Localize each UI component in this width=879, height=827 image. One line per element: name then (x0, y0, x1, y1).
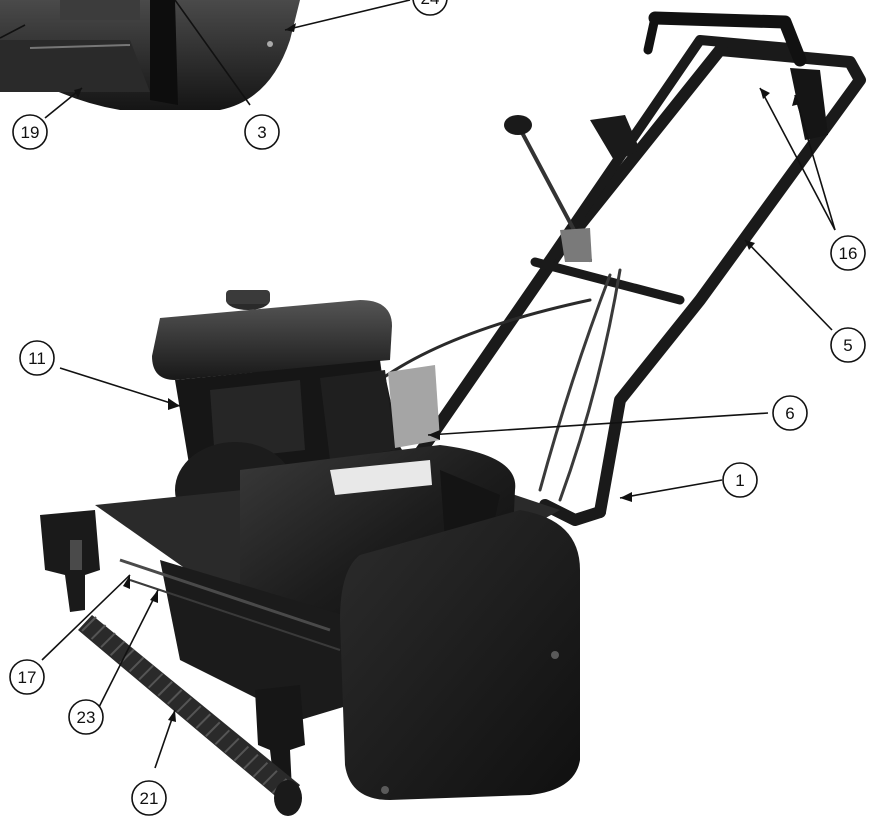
callout-number: 1 (735, 471, 744, 490)
callout-number: 16 (839, 244, 858, 263)
roller-rib (109, 640, 126, 656)
callout-23: 23 (68, 699, 104, 735)
cover-bolt (551, 651, 559, 659)
control-box (590, 115, 640, 162)
callout-21: 21 (131, 780, 167, 816)
roller-rib (262, 770, 278, 786)
callout-number: 5 (843, 336, 852, 355)
engine-bracket-plate (388, 365, 440, 448)
callout-number: 21 (140, 789, 159, 808)
warning-decal (330, 460, 432, 495)
throttle-bracket (560, 228, 592, 262)
leader-arrowheads (74, 23, 800, 722)
callout-1: 1 (722, 462, 758, 498)
roller-rib (138, 664, 154, 681)
bail-lever (790, 68, 828, 140)
callout-circle (68, 699, 104, 735)
callout-number: 23 (77, 708, 96, 727)
callout-number: 11 (28, 349, 46, 368)
cover-bolt-lower (381, 786, 389, 794)
roller-rib (243, 753, 259, 770)
callout-number: 24 (421, 0, 440, 8)
throttle-knob (504, 115, 532, 135)
roller-rib (176, 697, 192, 713)
side-cover (340, 510, 580, 800)
inset-detail-view (0, 0, 300, 110)
front-bracket-left (40, 510, 100, 612)
callout-5: 5 (830, 327, 866, 363)
callout-circle (722, 462, 758, 498)
roller-rib (186, 705, 202, 721)
callout-circle (244, 114, 280, 150)
callout-circle (131, 780, 167, 816)
callout-circle (830, 235, 866, 271)
callout-17: 17 (9, 659, 45, 695)
callout-number: 19 (21, 123, 40, 142)
callout-circle (830, 327, 866, 363)
callout-number: 3 (257, 123, 266, 142)
callout-number: 6 (785, 404, 794, 423)
callout-19: 19 (12, 114, 48, 150)
callout-number: 17 (18, 668, 37, 687)
callout-11: 11 (19, 340, 55, 376)
callout-6: 6 (772, 395, 808, 431)
callout-circle (19, 340, 55, 376)
roller-rib (147, 672, 164, 689)
roller-rib (128, 656, 145, 673)
callout-circle (9, 659, 45, 695)
callout-circle (12, 114, 48, 150)
callout-24: 24 (412, 0, 448, 16)
handle-assembly (374, 11, 866, 526)
roller-rib (224, 737, 240, 754)
roller-rib (167, 689, 183, 705)
front-roller (78, 615, 302, 816)
engine (152, 290, 440, 538)
roller-rib (90, 624, 107, 640)
roller-rib (205, 721, 221, 737)
roller-rib (214, 729, 231, 746)
roller-rib (252, 762, 269, 778)
roller-rib (81, 616, 97, 632)
callout-3: 3 (244, 114, 280, 150)
roller-rib (195, 713, 211, 729)
roller-rib (157, 681, 173, 697)
leader-lines (0, 0, 836, 769)
front-bracket-right (255, 685, 305, 792)
callout-circle (412, 0, 448, 16)
roller-rib (100, 632, 116, 648)
callout-16: 16 (830, 235, 866, 271)
roller-rib (233, 745, 250, 762)
callout-layer: 24 19 3 16 5 11 6 1 17 23 21 (9, 0, 866, 816)
callout-circle (772, 395, 808, 431)
